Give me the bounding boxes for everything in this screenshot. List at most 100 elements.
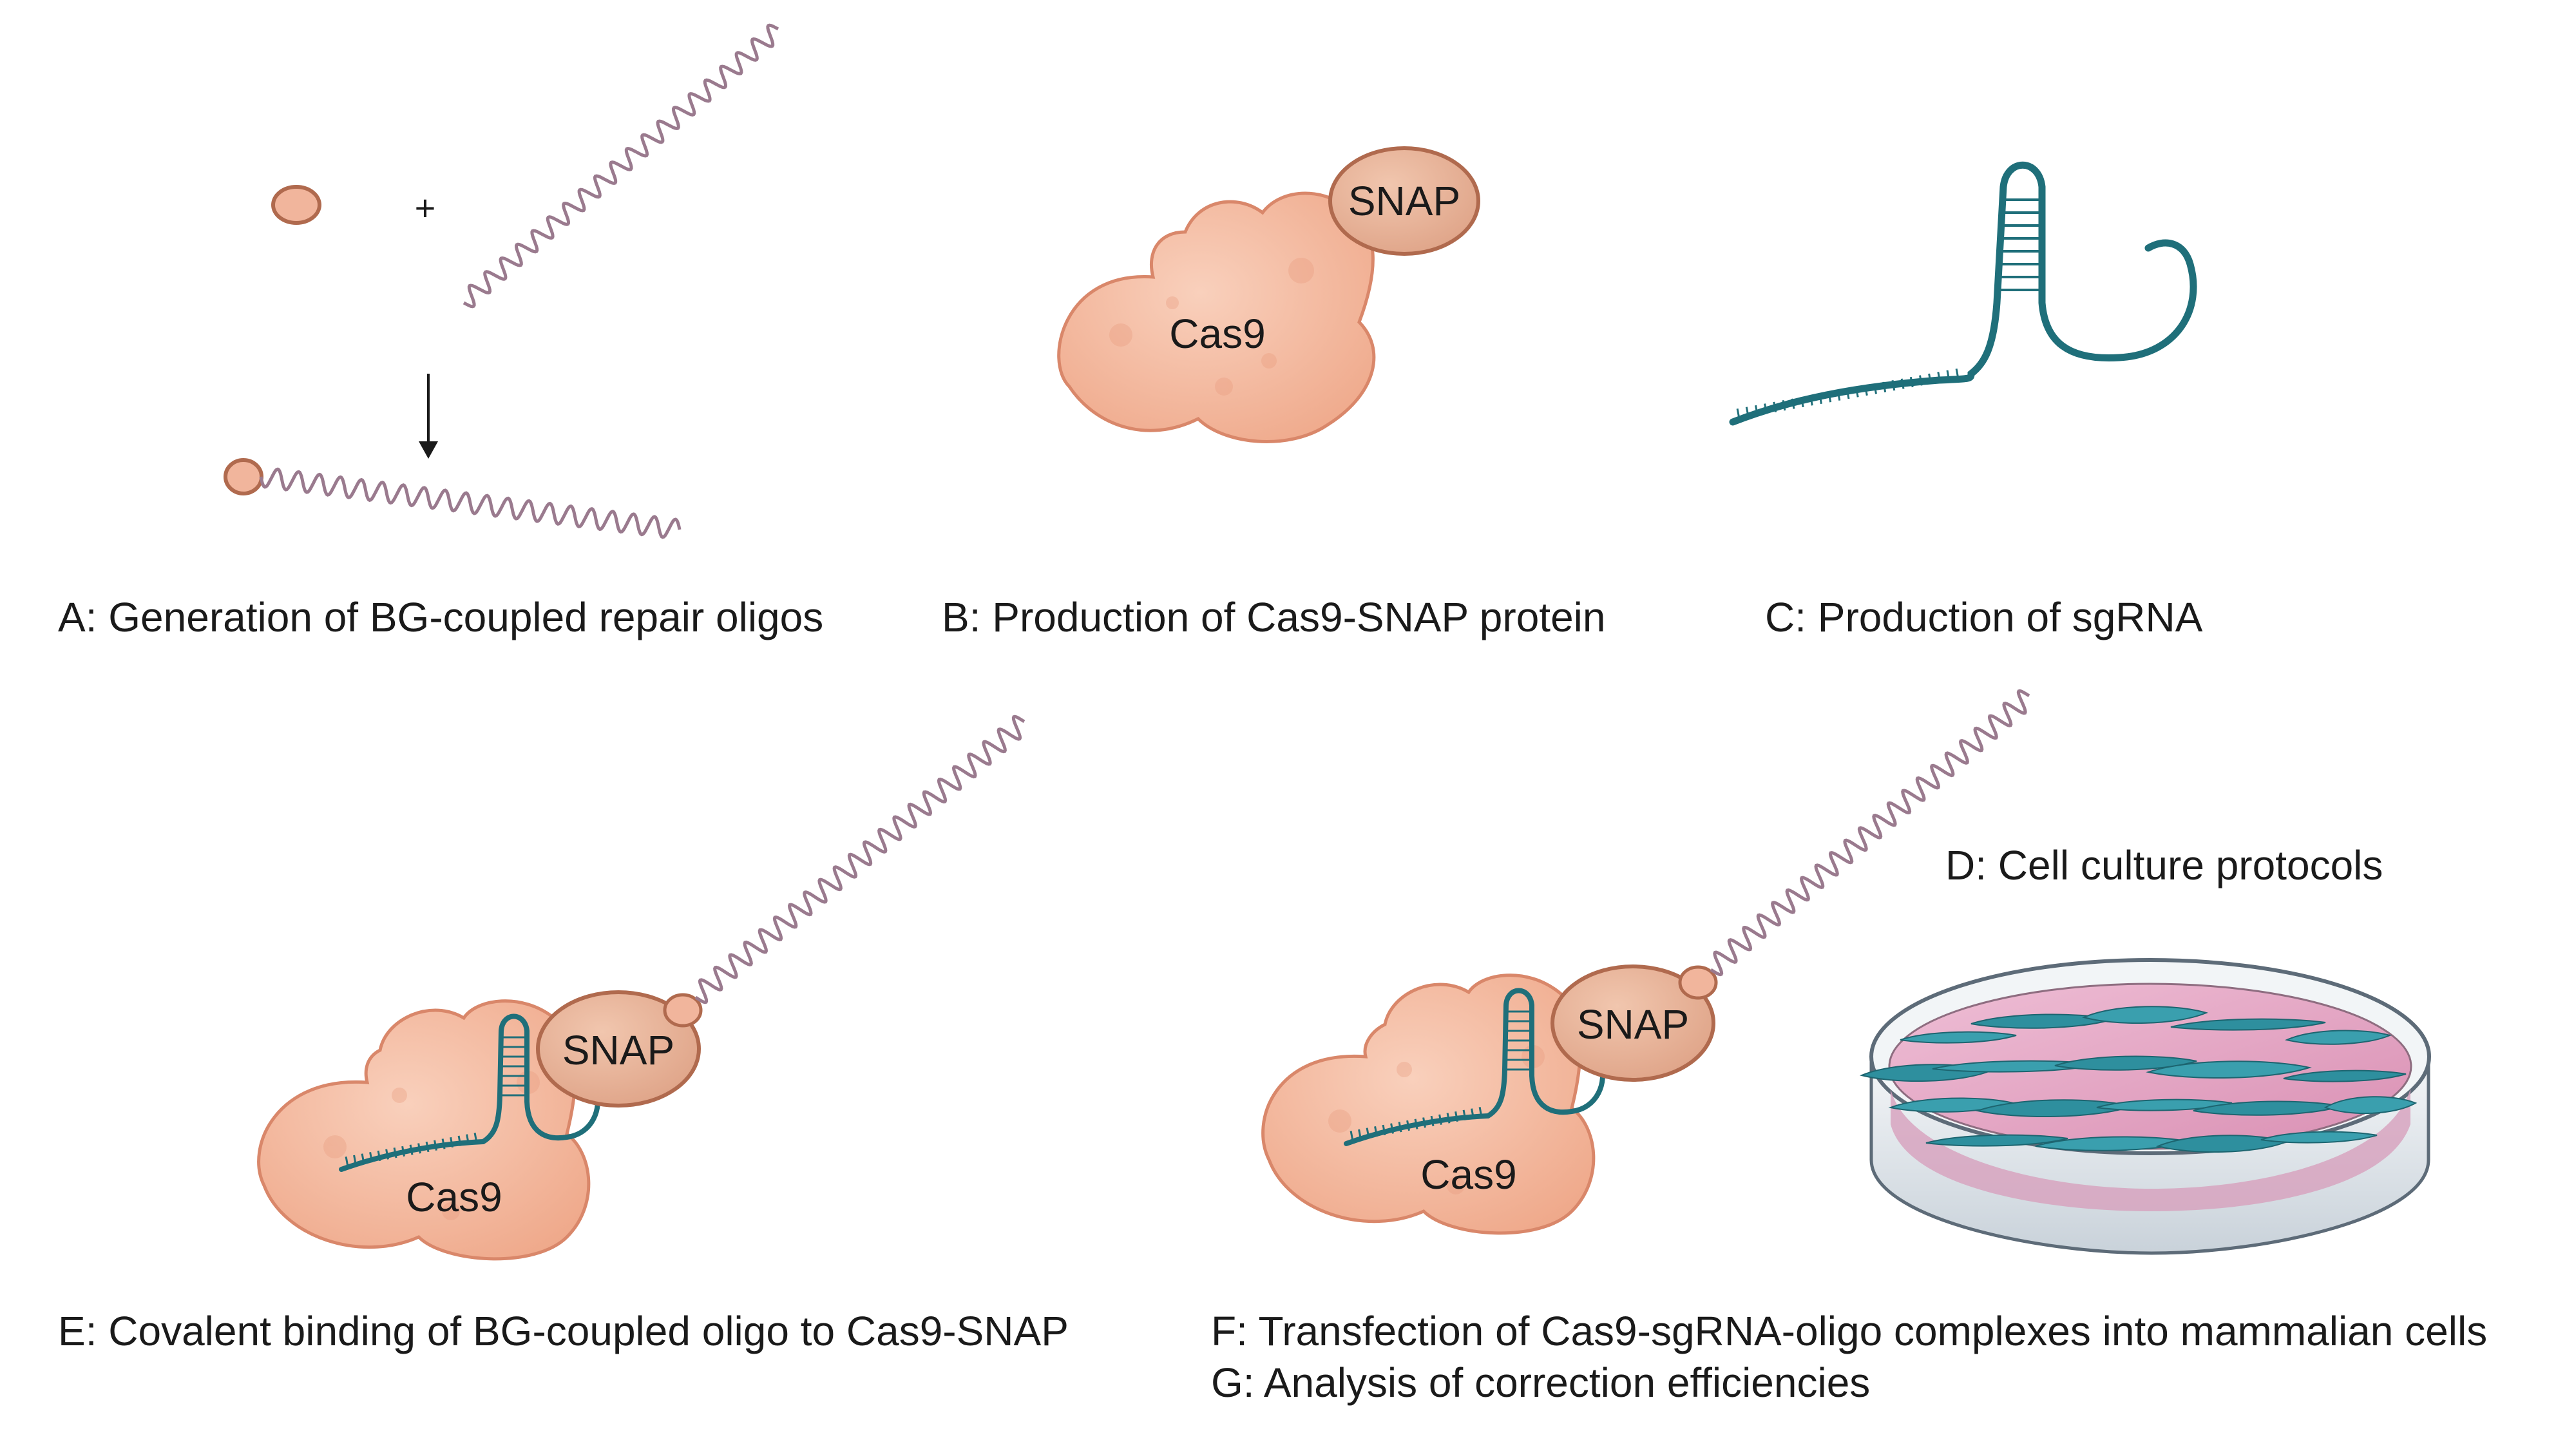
stem-rungs <box>1997 198 2042 291</box>
panel-b: SNAP Cas9 B: Production of Cas9-SNAP pro… <box>942 146 1605 640</box>
caption-g: G: Analysis of correction efficiencies <box>1211 1359 1870 1406</box>
repair-oligo-icon <box>259 467 682 539</box>
sgrna-icon <box>339 1013 600 1172</box>
sgrna-base-tick <box>1462 1109 1467 1120</box>
sgrna-icon <box>1344 988 1605 1146</box>
sgrna-base-tick <box>409 1144 414 1155</box>
cas9-label: Cas9 <box>406 1174 502 1220</box>
down-arrow-icon <box>419 374 438 459</box>
repair-oligo-icon <box>1710 689 2030 977</box>
caption-b: B: Production of Cas9-SNAP protein <box>942 594 1605 640</box>
snap-label: SNAP <box>1577 1001 1689 1048</box>
sgrna-base-tick <box>1422 1117 1426 1128</box>
sgrna-base-tick <box>1382 1124 1386 1136</box>
sgrna-base-tick <box>1919 375 1923 386</box>
protein-texture <box>1109 258 1314 396</box>
sgrna-base-tick <box>1414 1118 1418 1129</box>
caption-c: C: Production of sgRNA <box>1765 594 2203 640</box>
cell <box>2054 1055 2197 1071</box>
sgrna-base-tick <box>1736 408 1741 419</box>
sgrna-base-tick <box>1937 372 1942 383</box>
sgrna-base-tick <box>1818 393 1822 405</box>
bg-bead-icon <box>1678 965 1718 1000</box>
sgrna-base-tick <box>425 1141 430 1153</box>
cell <box>1900 1031 2017 1044</box>
cell <box>2082 1006 2208 1024</box>
sgrna-base-tick <box>1928 373 1932 385</box>
snap-label: SNAP <box>562 1027 674 1073</box>
cell <box>2284 1030 2392 1045</box>
sgrna-base-tick <box>1827 392 1832 403</box>
sgrna-base-tick <box>1358 1129 1362 1140</box>
sgrna-icon <box>1729 161 2197 426</box>
sgrna-base-tick <box>457 1135 462 1146</box>
sgrna-base-tick <box>1745 407 1750 417</box>
sgrna-base-tick <box>369 1152 373 1163</box>
sgrna-base-tick <box>345 1156 349 1167</box>
caption-a: A: Generation of BG-coupled repair oligo… <box>58 594 823 640</box>
sgrna-base-tick <box>434 1140 437 1151</box>
cell <box>2170 1018 2326 1031</box>
cell <box>1925 1134 2068 1147</box>
cell <box>2146 1060 2312 1079</box>
cell-layer <box>1859 1006 2418 1153</box>
snap-label: SNAP <box>1348 178 1460 224</box>
sgrna-base-tick <box>1398 1122 1402 1133</box>
sgrna-base-tick <box>1909 376 1914 388</box>
sgrna-base-tick <box>1800 396 1804 408</box>
sgrna-base-tick <box>1471 1108 1474 1119</box>
sgrna-base-tick <box>1764 403 1768 414</box>
caption-e: E: Covalent binding of BG-coupled oligo … <box>58 1308 1069 1354</box>
sgrna-base-tick <box>1809 395 1813 406</box>
sgrna-base-tick <box>1755 405 1759 416</box>
sgrna-base-tick <box>377 1150 381 1162</box>
sgrna-base-tick <box>1455 1111 1458 1122</box>
sgrna-base-tick <box>361 1153 365 1164</box>
caption-d: D: Cell culture protocols <box>1945 842 2383 888</box>
cas9-protein-icon <box>1057 191 1376 443</box>
sgrna-base-tick <box>1791 398 1795 409</box>
bg-bead-icon <box>224 458 263 495</box>
snap-tag-icon <box>536 990 701 1108</box>
sgrna-base-tick <box>450 1137 453 1148</box>
sgrna-base-tick <box>385 1149 389 1160</box>
sgrna-base-tick <box>466 1134 470 1145</box>
panel-a: + A: Generation of BG-coupled repair oli… <box>58 23 823 640</box>
sgrna-base-tick <box>1478 1107 1483 1118</box>
cas9-label: Cas9 <box>1420 1151 1516 1198</box>
sgrna-base-tick <box>417 1143 421 1154</box>
snap-tag-icon <box>1550 964 1715 1082</box>
sgrna-base-tick <box>1366 1128 1370 1138</box>
sgrna-base-tick <box>1446 1113 1451 1124</box>
cell <box>2283 1070 2407 1082</box>
sgrna-base-tick <box>1846 389 1850 399</box>
panel-e: SNAP Cas9 E: Covalent binding of BG-coup… <box>58 715 1069 1354</box>
sgrna-base-tick <box>1873 383 1877 394</box>
sgrna-base-tick <box>1374 1126 1378 1137</box>
sgrna-base-tick <box>1864 385 1868 396</box>
sgrna-base-tick <box>473 1133 478 1144</box>
panel-d: D: Cell culture protocols <box>1859 842 2431 1255</box>
sgrna-base-tick <box>401 1146 405 1157</box>
sgrna-base-tick <box>1782 400 1786 411</box>
bg-bead-icon <box>663 993 703 1028</box>
sgrna-base-tick <box>1773 401 1777 412</box>
sgrna-base-tick <box>1891 380 1896 391</box>
bg-bead-icon <box>271 185 321 225</box>
cas9-label: Cas9 <box>1169 311 1265 357</box>
panel-f: SNAP Cas9 <box>1261 689 2030 1235</box>
plus-sign: + <box>415 187 436 228</box>
sgrna-base-tick <box>393 1147 397 1158</box>
petri-dish-icon <box>1859 958 2431 1255</box>
repair-oligo-icon <box>694 715 1026 1004</box>
panel-c: C: Production of sgRNA <box>1729 161 2203 640</box>
sgrna-base-tick <box>1855 387 1859 398</box>
sgrna-base-tick <box>353 1155 357 1166</box>
sgrna-base-tick <box>1882 381 1887 392</box>
repair-oligo-icon <box>463 23 779 309</box>
sgrna-base-tick <box>1900 378 1905 389</box>
sgrna-base-tick <box>1350 1131 1354 1142</box>
sgrna-base-tick <box>1430 1115 1435 1127</box>
caption-f: F: Transfection of Cas9-sgRNA-oligo comp… <box>1211 1308 2487 1354</box>
